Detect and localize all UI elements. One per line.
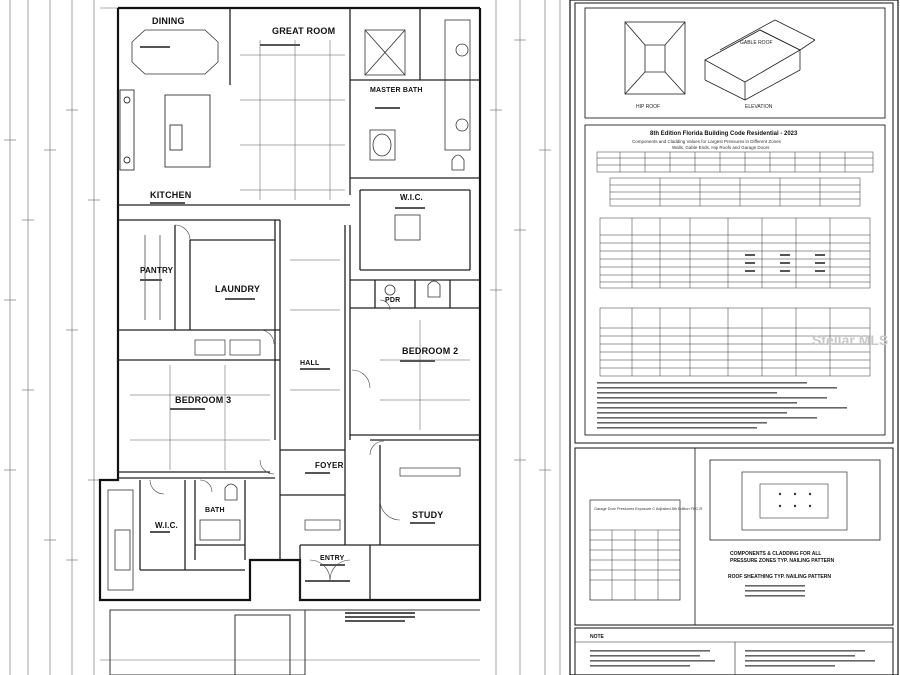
room-dining: DINING (152, 16, 185, 26)
code-panel-subtitle2: Walls, Gable Ends, Hip Roofs and Garage … (672, 145, 770, 150)
pattern-caption-3: ROOF SHEATHING TYP. NAILING PATTERN (728, 574, 831, 580)
lower-right-frames (574, 447, 894, 675)
room-great-room: GREAT ROOM (272, 26, 335, 36)
code-panel-subtitle: Components and Cladding Values for Large… (632, 139, 782, 144)
notes-title: NOTE (590, 634, 605, 640)
room-laundry: LAUNDRY (215, 284, 260, 294)
nailing-pattern-panel: COMPONENTS & CLADDING FOR ALL PRESSURE Z… (709, 459, 881, 597)
great-room-grid (130, 40, 470, 470)
room-hall: HALL (300, 360, 320, 367)
code-table-2 (609, 177, 861, 207)
room-master-bath: MASTER BATH (370, 87, 423, 94)
room-foyer: FOYER (315, 461, 344, 470)
gable-roof-label: GABLE ROOF (740, 40, 773, 46)
room-wic-lower: W.I.C. (155, 521, 178, 530)
garage-pressure-panel: Garage Door Pressures Exposure C Adjuste… (589, 499, 703, 601)
kitchen-island (119, 89, 211, 171)
room-pdr: PDR (385, 297, 400, 304)
lower-bath-fixtures (107, 483, 241, 591)
code-table-1 (596, 151, 874, 173)
room-bedroom2: BEDROOM 2 (402, 346, 458, 356)
code-table-3 (599, 217, 871, 289)
interior-walls (118, 8, 480, 600)
code-footnotes (597, 382, 847, 429)
room-study: STUDY (412, 510, 444, 520)
code-panel: 8th Edition Florida Building Code Reside… (584, 124, 886, 436)
laundry-shelving (144, 235, 461, 531)
room-labels: DINING GREAT ROOM MASTER BATH KITCHEN W.… (140, 16, 458, 562)
garage-panel-title: Garage Door Pressures Exposure C Adjuste… (594, 507, 703, 511)
hip-roof-label: HIP ROOF (636, 104, 660, 110)
door-swings (149, 224, 401, 581)
room-bath: BATH (205, 507, 225, 514)
room-wic-master: W.I.C. (400, 193, 423, 202)
room-entry: ENTRY (320, 555, 345, 562)
floor-plan (4, 0, 561, 675)
roof-diagram (584, 7, 886, 119)
code-table-4 (599, 307, 871, 377)
pdr-fixtures (384, 280, 441, 298)
elevation-label: ELEVATION (745, 104, 773, 110)
room-pantry: PANTRY (140, 266, 174, 275)
garage-outline (109, 609, 480, 675)
notes-panel: NOTE (575, 634, 893, 675)
pattern-caption-2: PRESSURE ZONES TYP. NAILING PATTERN (730, 558, 835, 564)
code-panel-title: 8th Edition Florida Building Code Reside… (650, 131, 798, 137)
room-kitchen: KITCHEN (150, 190, 191, 200)
code-table-3-fills (745, 254, 825, 272)
right-panel-frame (569, 0, 899, 675)
room-bedroom3: BEDROOM 3 (175, 395, 231, 405)
dining-table (131, 29, 219, 75)
annotations (140, 44, 435, 622)
watermark: Stellar MLS (812, 332, 888, 348)
pattern-caption-1: COMPONENTS & CLADDING FOR ALL (730, 551, 821, 557)
master-bath-fixtures (364, 19, 471, 241)
